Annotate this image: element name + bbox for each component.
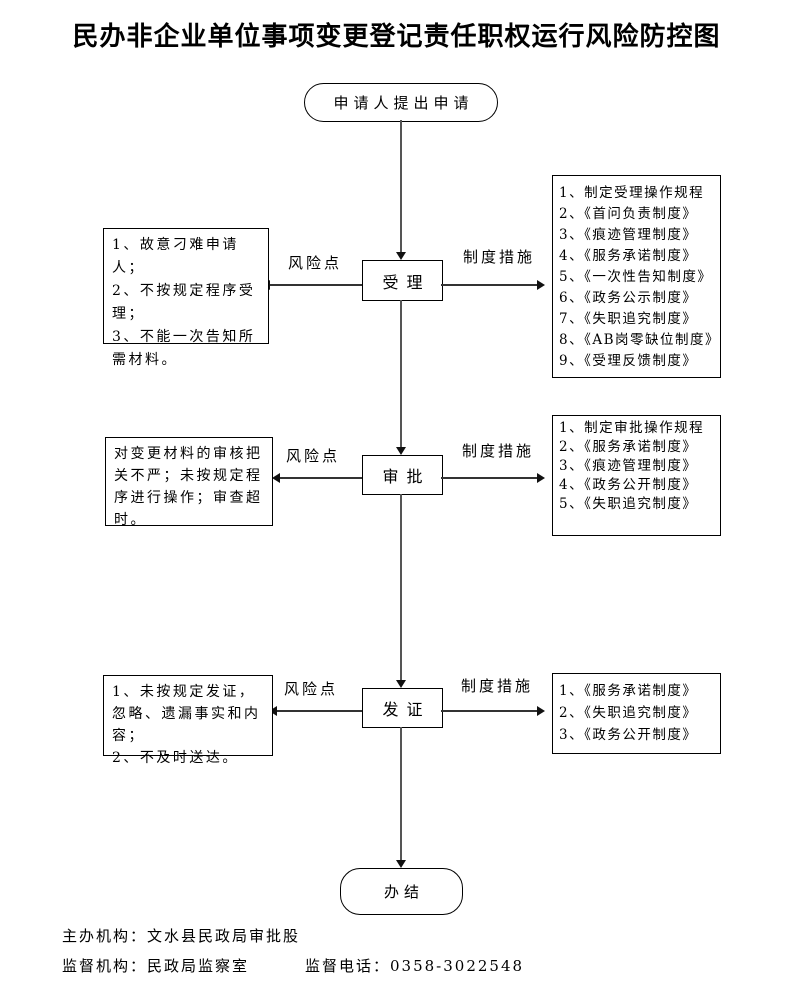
arrow-left-icon [272,473,280,483]
risk-item: 3、不能一次告知所需材料。 [112,329,256,368]
measure-item: 2、《服务承诺制度》 [559,439,698,455]
measure-item: 3、《痕迹管理制度》 [559,227,698,243]
measure-item: 8、《AB岗零缺位制度》 [559,332,721,348]
start-node: 申请人提出申请 [304,83,498,122]
risk-box-certification: 1、未按规定发证，忽略、遗漏事实和内容； 2、不及时送达。 [103,675,273,766]
end-node-label: 办结 [383,883,424,901]
measure-item: 3、《政务公开制度》 [559,727,698,743]
risk-point-label-1: 风险点 [288,254,343,272]
measure-box-approval: 1、制定审批操作规程 2、《服务承诺制度》 3、《痕迹管理制度》 4、《政务公开… [552,415,721,536]
measure-arrow-line-2 [441,477,537,479]
measure-label-3: 制度措施 [461,677,534,695]
measure-arrow-line-1 [441,284,537,286]
risk-item: 对变更材料的审核把关不严；未按规定程序进行操作；审查超时。 [114,446,263,528]
stage-box-approval: 审批 [362,455,443,495]
measure-item: 2、《首问负责制度》 [559,206,698,222]
arrow-right-icon [537,280,545,290]
measure-item: 1、制定审批操作规程 [559,420,705,436]
risk-point-label-2: 风险点 [286,447,341,465]
organizer-line: 主办机构：文水县民政局审批股 [62,927,301,945]
risk-item: 2、不按规定程序受理； [112,283,256,322]
arrow-down-icon [396,447,406,455]
arrow-right-icon [537,706,545,716]
flow-arrow-line-1 [400,120,402,252]
page-title: 民办非企业单位事项变更登记责任职权运行风险防控图 [72,22,721,52]
risk-arrow-line-2 [280,477,362,479]
arrow-left-icon [269,706,277,716]
risk-point-label-3: 风险点 [284,680,339,698]
measure-item: 5、《一次性告知制度》 [559,269,713,285]
arrow-down-icon [396,680,406,688]
flow-arrow-line-4 [400,727,402,860]
measure-label-2: 制度措施 [462,442,535,460]
arrow-down-icon [396,252,406,260]
arrow-down-icon [396,860,406,868]
stage-box-certification: 发证 [362,688,443,728]
risk-arrow-line-1 [270,284,362,286]
measure-item: 4、《政务公开制度》 [559,477,698,493]
measure-item: 4、《服务承诺制度》 [559,248,698,264]
risk-box-approval: 对变更材料的审核把关不严；未按规定程序进行操作；审查超时。 [105,437,273,528]
risk-item: 1、故意刁难申请人； [112,237,239,276]
stage-box-acceptance: 受理 [362,260,443,301]
start-node-label: 申请人提出申请 [333,94,474,112]
flow-arrow-line-3 [400,494,402,680]
arrow-right-icon [537,473,545,483]
stage-label: 发证 [382,700,431,719]
flow-arrow-line-2 [400,300,402,447]
risk-item: 1、未按规定发证，忽略、遗漏事实和内容； [112,684,261,744]
measure-item: 2、《失职追究制度》 [559,705,698,721]
end-node: 办结 [340,868,463,915]
risk-item: 2、不及时送达。 [112,750,239,766]
measure-item: 6、《政务公示制度》 [559,290,698,306]
measure-arrow-line-3 [441,710,537,712]
measure-box-acceptance: 1、制定受理操作规程 2、《首问负责制度》 3、《痕迹管理制度》 4、《服务承诺… [552,175,721,378]
stage-label: 审批 [382,467,431,486]
supervision-phone: 监督电话：0358-3022548 [305,957,525,975]
risk-box-acceptance: 1、故意刁难申请人； 2、不按规定程序受理； 3、不能一次告知所需材料。 [103,228,269,368]
measure-item: 5、《失职追究制度》 [559,496,698,512]
stage-label: 受理 [382,272,431,292]
measure-item: 1、《服务承诺制度》 [559,683,698,699]
risk-arrow-line-3 [277,710,362,712]
measure-item: 7、《失职追究制度》 [559,311,698,327]
supervisor-line: 监督机构：民政局监察室 [62,957,250,975]
measure-box-certification: 1、《服务承诺制度》 2、《失职追究制度》 3、《政务公开制度》 [552,673,721,754]
measure-item: 9、《受理反馈制度》 [559,353,698,369]
measure-item: 1、制定受理操作规程 [559,185,705,201]
measure-item: 3、《痕迹管理制度》 [559,458,698,474]
measure-label-1: 制度措施 [463,248,536,266]
